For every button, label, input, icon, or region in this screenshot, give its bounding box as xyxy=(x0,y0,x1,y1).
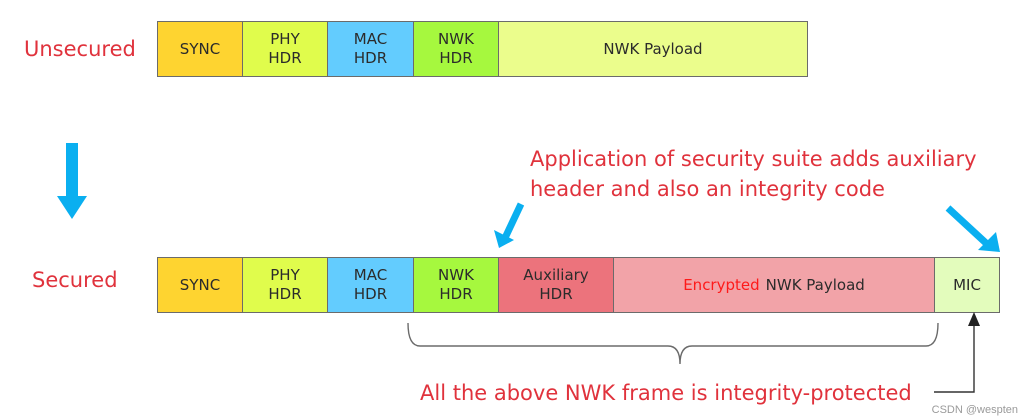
field-line2: HDR xyxy=(439,49,473,67)
field-line1: Auxiliary xyxy=(523,266,589,284)
field-line1: NWK Payload xyxy=(603,39,703,58)
field-sync: SYNC xyxy=(157,257,243,313)
field-line1: MIC xyxy=(953,275,981,294)
field-line2: HDR xyxy=(353,285,388,303)
field-line2: HDR xyxy=(353,49,388,67)
field-mac-hdr: MAC HDR xyxy=(327,257,414,313)
unsecured-frame: SYNC PHY HDR MAC HDR NWK HDR NWK Payload xyxy=(157,21,808,77)
secured-frame: SYNC PHY HDR MAC HDR NWK HDR Auxiliary H… xyxy=(157,257,1000,313)
field-line1: NWK xyxy=(438,30,474,48)
integrity-protected-note: All the above NWK frame is integrity-pro… xyxy=(420,381,912,405)
field-line1: NWK xyxy=(438,266,474,284)
field-sync: SYNC xyxy=(157,21,243,77)
encrypted-prefix: Encrypted xyxy=(683,275,760,294)
integrity-brace xyxy=(407,322,939,365)
field-line2: HDR xyxy=(539,285,573,303)
field-line2: HDR xyxy=(439,285,473,303)
field-nwk-payload: NWK Payload xyxy=(498,21,808,77)
field-line2: HDR xyxy=(268,285,302,303)
mic-elbow-arrow-icon xyxy=(934,312,980,393)
field-mac-hdr: MAC HDR xyxy=(327,21,414,77)
field-line1: NWK Payload xyxy=(765,275,865,294)
field-phy-hdr: PHY HDR xyxy=(241,21,329,77)
field-line1: PHY xyxy=(270,30,300,48)
field-nwk-hdr: NWK HDR xyxy=(412,257,500,313)
field-line1: PHY xyxy=(270,266,300,284)
field-auxiliary-hdr: Auxiliary HDR xyxy=(498,257,614,313)
field-encrypted-payload: Encrypted NWK Payload xyxy=(612,257,936,313)
field-line1: SYNC xyxy=(179,39,221,58)
field-line1: SYNC xyxy=(179,275,221,294)
watermark: CSDN @wespten xyxy=(931,404,1018,416)
field-line1: MAC xyxy=(353,266,388,284)
field-nwk-hdr: NWK HDR xyxy=(412,21,500,77)
field-mic: MIC xyxy=(934,257,1000,313)
secured-label: Secured xyxy=(32,268,118,292)
aux-hdr-pointer-arrow-icon xyxy=(494,202,525,248)
field-line2: HDR xyxy=(268,49,302,67)
mic-pointer-arrow-icon xyxy=(945,205,1000,252)
down-arrow-icon xyxy=(57,143,87,219)
security-suite-note-line1: Application of security suite adds auxil… xyxy=(530,147,977,171)
security-suite-note: Application of security suite adds auxil… xyxy=(530,144,977,204)
unsecured-label: Unsecured xyxy=(24,37,136,61)
security-suite-note-line2: header and also an integrity code xyxy=(530,177,885,201)
field-line1: MAC xyxy=(353,30,388,48)
